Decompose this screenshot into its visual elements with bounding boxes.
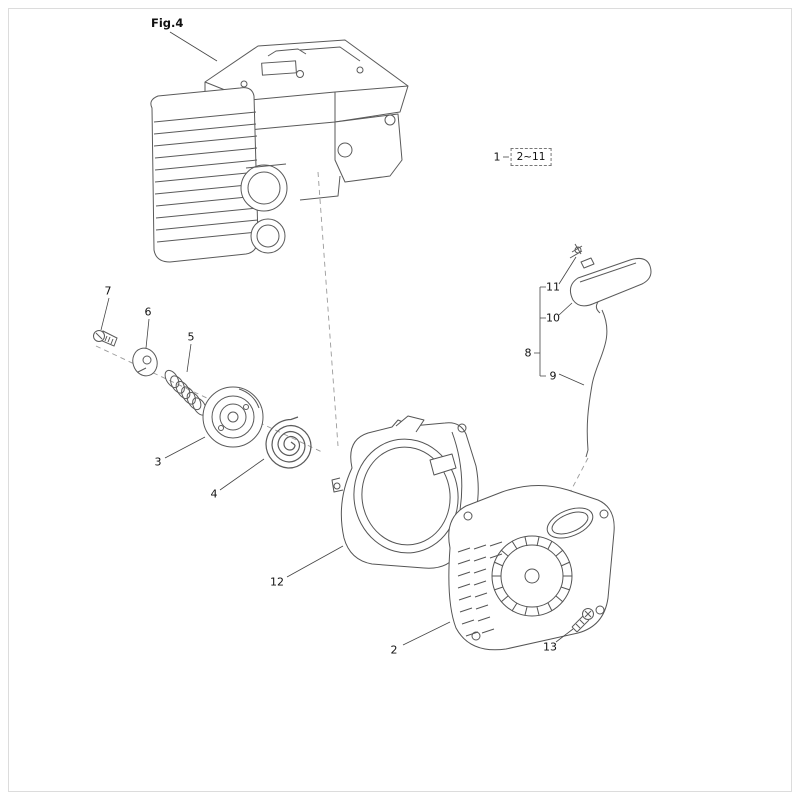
callout-6: 6 (144, 305, 152, 319)
figure-label: Fig.4 (151, 16, 184, 30)
callout-5: 5 (187, 330, 195, 344)
callout-7: 7 (104, 284, 112, 298)
rewind-spring-4-drawing (265, 416, 312, 469)
rope-rotor-3-drawing (202, 386, 264, 448)
callout-bracket (534, 256, 585, 386)
spring-5-drawing (164, 369, 207, 416)
screw-7-drawing (93, 330, 118, 347)
screw-13-drawing (571, 608, 594, 633)
callout-12: 12 (270, 575, 284, 589)
starter-rope (586, 309, 608, 451)
callout-range-2-11: 2~11 (510, 148, 552, 166)
callout-4: 4 (210, 487, 218, 501)
callout-3: 3 (154, 455, 162, 469)
callout-8: 8 (524, 346, 532, 360)
starter-grip-drawing (569, 243, 652, 458)
starter-cover-drawing (448, 484, 615, 651)
pawl-6-drawing (132, 347, 158, 377)
callout-2: 2 (390, 643, 398, 657)
callout-9: 9 (549, 369, 557, 383)
engine-assembly-drawing (150, 39, 409, 263)
callout-13: 13 (543, 640, 557, 654)
callout-10: 10 (546, 311, 560, 325)
leader-lines (100, 31, 574, 646)
recess-radial-ticks (492, 536, 572, 616)
callout-1: 1 (493, 150, 501, 164)
callout-11: 11 (546, 280, 560, 294)
fan-cover-drawing (331, 415, 479, 569)
